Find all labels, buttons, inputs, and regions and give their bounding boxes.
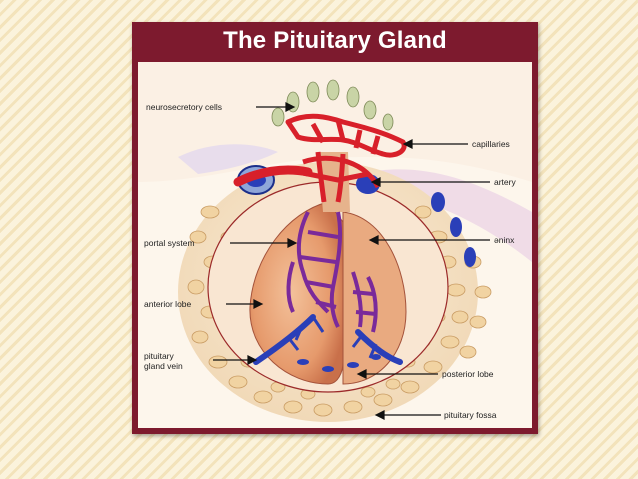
label-arrows [213, 102, 490, 420]
diagram-panel: neurosecretory cells capillaries artery … [138, 62, 532, 428]
membrane-left [178, 144, 278, 174]
label-artery: artery [494, 177, 516, 187]
artery-branch [233, 165, 313, 187]
slide-title: The Pituitary Gland [223, 27, 447, 54]
posterior-spots [297, 354, 381, 372]
anterior-lobe-shape [249, 201, 344, 385]
portal-vessels [286, 211, 378, 333]
pituitary-diagram [138, 62, 532, 422]
label-posterior-lobe: posterior lobe [442, 369, 494, 379]
label-xnine: əninx [494, 235, 515, 245]
slide-frame: The Pituitary Gland [132, 22, 538, 434]
label-neurosecretory-cells: neurosecretory cells [146, 102, 223, 112]
label-pituitary-gland-vein: pituitary gland vein [144, 351, 183, 371]
label-anterior-lobe: anterior lobe [144, 299, 192, 309]
label-portal-system: portal system [144, 238, 195, 248]
label-capillaries: capillaries [472, 139, 510, 149]
label-pituitary-fossa: pituitary fossa [444, 410, 497, 420]
